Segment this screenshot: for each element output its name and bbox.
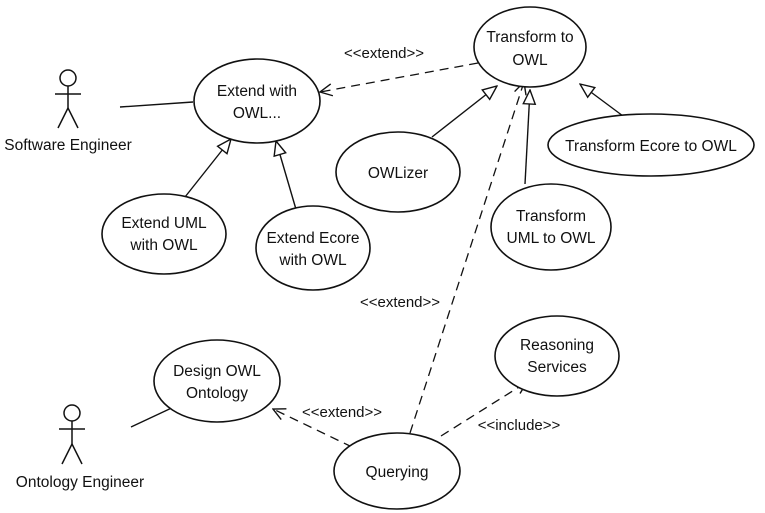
use-case-label: UML to OWL — [507, 230, 596, 247]
extend-label: <<extend>> — [360, 294, 440, 311]
use-case-design-owl-ontology[interactable]: Design OWL Ontology — [153, 339, 281, 423]
stick-figure-icon — [55, 69, 81, 129]
use-case-extend-ecore-with-owl[interactable]: Extend Ecore with OWL — [255, 205, 371, 291]
use-case-transform-ecore-to-owl[interactable]: Transform Ecore to OWL — [547, 113, 755, 177]
extend-label: <<extend>> — [344, 45, 424, 62]
generalization-transform-uml — [525, 90, 530, 185]
use-case-extend-uml-with-owl[interactable]: Extend UML with OWL — [101, 193, 227, 275]
use-case-querying[interactable]: Querying — [333, 432, 461, 510]
stick-figure-icon — [59, 404, 85, 465]
extend-arrow-transform-to-extend — [320, 62, 479, 92]
use-case-transform-to-owl[interactable]: Transform to OWL — [473, 6, 587, 88]
association-software-engineer — [119, 101, 194, 108]
use-case-label: Design OWL — [173, 363, 261, 380]
extend-label: <<extend>> — [302, 404, 382, 421]
use-case-label: Extend UML — [121, 215, 207, 232]
use-case-extend-with-owl[interactable]: Extend with OWL... — [193, 58, 321, 144]
use-case-label: with OWL — [129, 237, 198, 254]
use-case-label: Transform Ecore to OWL — [565, 138, 737, 155]
use-case-label: OWL — [512, 52, 548, 69]
extend-arrow-querying-to-transform — [409, 82, 524, 434]
actor-ontology-engineer: Ontology Engineer — [16, 404, 144, 491]
use-case-label: OWL... — [233, 105, 281, 122]
use-case-label: Transform to — [486, 29, 573, 46]
use-case-label: with OWL — [278, 252, 347, 269]
use-case-label: Extend Ecore — [266, 230, 359, 247]
use-case-label: Querying — [366, 464, 429, 481]
generalization-transform-ecore — [580, 84, 624, 117]
use-case-label: OWLizer — [368, 165, 428, 182]
include-label: <<include>> — [478, 417, 561, 434]
use-case-label: Extend with — [217, 83, 297, 100]
generalization-extend-uml — [184, 139, 231, 198]
use-case-owlizer[interactable]: OWLizer — [335, 131, 461, 213]
use-case-label: Reasoning — [520, 337, 594, 354]
use-case-label: Ontology — [186, 385, 248, 402]
actor-label: Software Engineer — [4, 137, 132, 154]
use-case-label: Services — [527, 359, 587, 376]
use-case-reasoning-services[interactable]: Reasoning Services — [494, 315, 620, 397]
actor-software-engineer: Software Engineer — [4, 69, 132, 154]
use-case-label: Transform — [516, 208, 586, 225]
include-arrow-querying-to-reasoning — [440, 382, 527, 437]
generalization-owlizer — [431, 86, 497, 138]
use-case-transform-uml-to-owl[interactable]: Transform UML to OWL — [490, 183, 612, 271]
actor-label: Ontology Engineer — [16, 474, 144, 491]
